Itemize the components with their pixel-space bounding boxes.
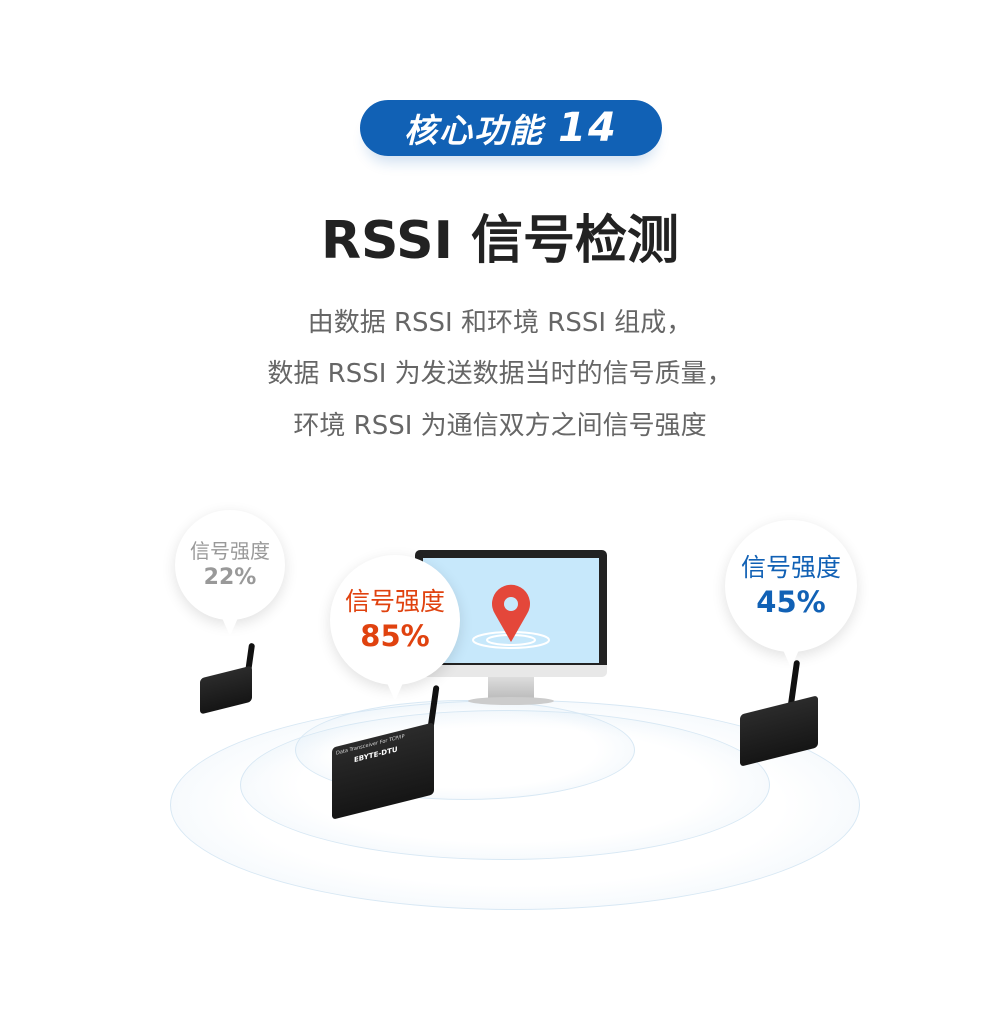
bubble-label: 信号强度 — [190, 538, 270, 563]
map-pin-icon — [472, 584, 550, 649]
bubble-label: 信号强度 — [740, 553, 841, 583]
page-title: RSSI 信号检测 — [320, 211, 680, 271]
monitor-chin — [415, 665, 607, 677]
bubble-value: 22% — [203, 564, 257, 590]
description-line: 由数据 RSSI 和环境 RSSI 组成， — [307, 308, 693, 338]
bubble-value: 85% — [360, 618, 430, 653]
badge-label: 核心功能 — [404, 111, 545, 150]
description-line: 环境 RSSI 为通信双方之间信号强度 — [293, 411, 707, 441]
signal-bubble-85: 信号强度 85% — [330, 555, 460, 701]
dtu-device-small — [200, 665, 252, 715]
signal-bubble-22: 信号强度 22% — [175, 510, 285, 636]
bubble-value: 45% — [756, 584, 826, 619]
bubble-label: 信号强度 — [344, 587, 445, 617]
feature-badge: 核心功能 14 — [360, 100, 662, 156]
description-line: 数据 RSSI 为发送数据当时的信号质量， — [267, 359, 733, 389]
badge-number: 14 — [558, 105, 618, 151]
signal-bubble-45: 信号强度 45% — [725, 520, 857, 668]
monitor-stand — [488, 677, 534, 699]
monitor-base — [468, 697, 554, 705]
